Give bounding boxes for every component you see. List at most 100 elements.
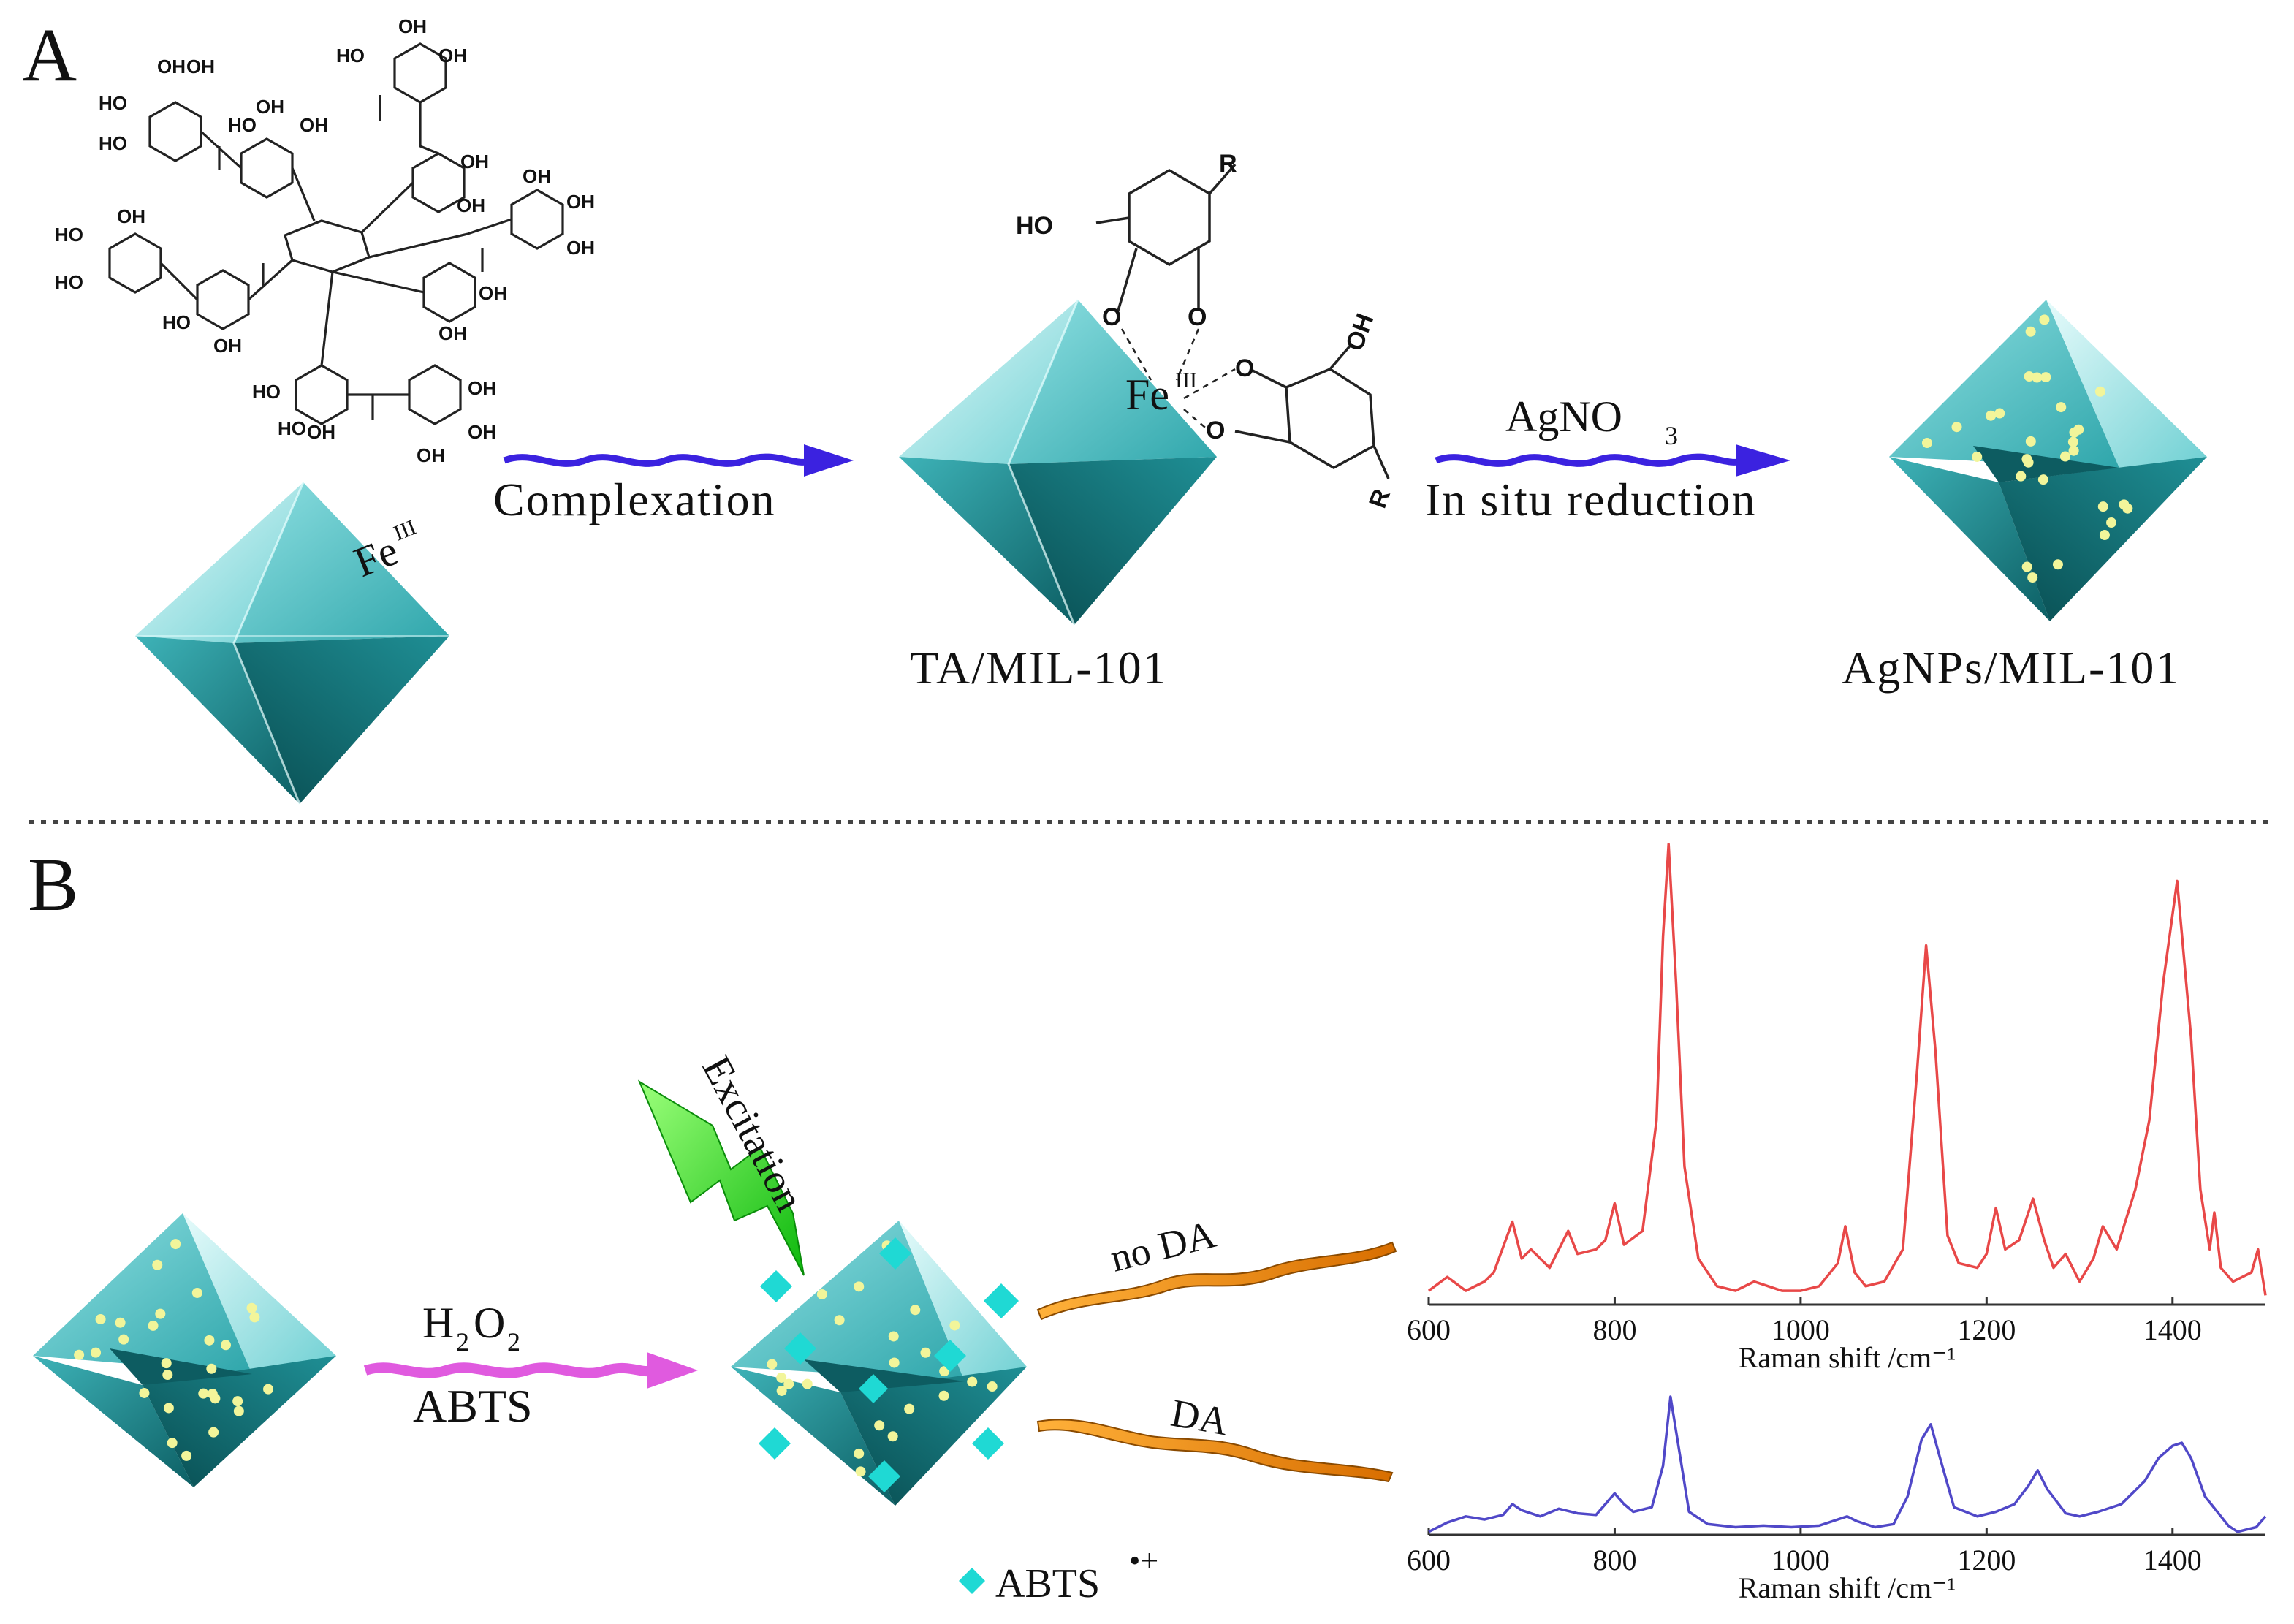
silver-nanoparticle — [2040, 372, 2051, 383]
silver-nanoparticle — [148, 1320, 159, 1331]
silver-nanoparticle — [767, 1359, 778, 1370]
tannic-acid-labels: OH OH HO HO OH HO OH HO OH OH OH OH OH O… — [55, 15, 595, 466]
silver-nanoparticle — [2073, 424, 2084, 435]
ho-label: HO — [228, 114, 257, 136]
silver-nanoparticle — [2099, 530, 2110, 541]
oh-label: OH — [213, 335, 242, 357]
silver-nanoparticle — [2021, 561, 2032, 572]
silver-nanoparticle — [776, 1372, 787, 1383]
abts-radical-marker — [868, 1460, 900, 1492]
oh-label: OH — [157, 56, 186, 77]
abts-radical-marker — [972, 1427, 1004, 1460]
silver-nanoparticle — [249, 1312, 260, 1323]
x-tick-label: 1000 — [1771, 1313, 1830, 1346]
svg-text:•+: •+ — [1129, 1543, 1158, 1579]
silver-nanoparticle — [2021, 454, 2032, 465]
silver-nanoparticles — [1921, 314, 2133, 583]
panel-b-letter: B — [28, 843, 78, 927]
abts-radical-legend: ABTS •+ — [959, 1543, 1158, 1606]
oh-label: OH — [417, 444, 445, 466]
oh-label: OH — [438, 322, 467, 344]
spectrum-line — [1428, 1395, 2267, 1533]
oh-label: OH — [117, 205, 145, 227]
abts-radical-marker — [934, 1340, 966, 1372]
o-label: O — [1188, 303, 1207, 331]
radical-marker-icon — [959, 1568, 985, 1594]
oh-label: OH — [457, 194, 485, 216]
oh-label: OH — [1340, 310, 1379, 354]
silver-nanoparticle — [163, 1403, 174, 1414]
silver-nanoparticle — [2059, 451, 2070, 462]
ta-mil101-label: TA/MIL-101 — [910, 642, 1168, 694]
x-axis-label: Raman shift /cm⁻¹ — [1739, 1341, 1956, 1374]
x-tick-label: 600 — [1407, 1544, 1451, 1576]
silver-nanoparticle — [208, 1427, 219, 1438]
r-label: R — [1364, 485, 1396, 512]
silver-nanoparticle — [155, 1308, 166, 1319]
agnps-mil101-label: AgNPs/MIL-101 — [1842, 642, 2180, 694]
catalyst-crystal — [731, 1221, 1027, 1506]
abts-radical-marker — [760, 1270, 792, 1302]
ho-label: HO — [1016, 212, 1053, 240]
silver-nanoparticle — [2027, 572, 2038, 583]
svg-text:3: 3 — [1665, 421, 1678, 450]
oh-label: OH — [398, 15, 427, 37]
silver-nanoparticle — [2025, 436, 2036, 447]
oh-label: OH — [186, 56, 215, 77]
abts-radical-marker — [859, 1374, 888, 1403]
silver-nanoparticle — [206, 1363, 217, 1374]
silver-nanoparticle — [263, 1384, 274, 1395]
oh-label: OH — [566, 237, 595, 259]
silver-nanoparticle — [802, 1378, 813, 1389]
ta-mil101-crystal — [899, 299, 1217, 626]
x-tick-label: 800 — [1592, 1544, 1636, 1576]
svg-text:H: H — [422, 1299, 454, 1347]
reduction-arrowhead — [1736, 444, 1790, 477]
silver-nanoparticle — [246, 1302, 257, 1313]
o-label: O — [1235, 354, 1254, 382]
svg-text:2: 2 — [507, 1327, 520, 1357]
agno3-label: AgNO 3 — [1505, 392, 1678, 450]
r-label: R — [1219, 150, 1237, 178]
abts-radical-marker — [784, 1332, 816, 1365]
silver-nanoparticle — [161, 1358, 172, 1369]
svg-text:III: III — [390, 515, 419, 546]
ho-label: HO — [336, 45, 365, 67]
da-label: DA — [1168, 1391, 1231, 1444]
silver-nanoparticle — [854, 1281, 865, 1292]
svg-text:2: 2 — [456, 1327, 469, 1357]
excitation-bolt — [637, 1079, 805, 1276]
silver-nanoparticle — [854, 1448, 865, 1459]
abts-radical-marker — [984, 1283, 1019, 1318]
silver-nanoparticle — [170, 1239, 181, 1250]
ho-label: HO — [278, 417, 306, 439]
h2o2-label: H 2 O 2 — [422, 1299, 520, 1357]
silver-nanoparticle — [204, 1335, 215, 1346]
panel-a-letter: A — [22, 13, 77, 97]
reduction-arrow — [1435, 453, 1745, 467]
ho-label: HO — [162, 311, 191, 333]
x-tick-label: 800 — [1592, 1313, 1636, 1346]
silver-nanoparticles — [74, 1239, 274, 1461]
complexation-arrow — [503, 453, 813, 467]
oh-label: OH — [479, 282, 507, 304]
agnps-mil101-crystal-b — [33, 1213, 336, 1487]
silver-nanoparticle — [2032, 372, 2043, 383]
complexation-label: Complexation — [493, 474, 776, 525]
silver-nanoparticle — [816, 1289, 827, 1299]
oh-label: OH — [468, 421, 496, 443]
silver-nanoparticle — [874, 1420, 885, 1431]
silver-nanoparticle — [115, 1317, 126, 1328]
silver-nanoparticle — [232, 1396, 243, 1407]
mil101-crystal — [135, 482, 449, 805]
abts-radical-marker — [759, 1427, 791, 1460]
silver-nanoparticle — [1951, 422, 1962, 433]
silver-nanoparticle — [210, 1393, 221, 1404]
silver-nanoparticle — [2025, 326, 2036, 337]
silver-nanoparticle — [2067, 436, 2078, 447]
silver-nanoparticle — [167, 1438, 178, 1449]
silver-nanoparticle — [1994, 408, 2005, 419]
oh-label: OH — [300, 114, 328, 136]
